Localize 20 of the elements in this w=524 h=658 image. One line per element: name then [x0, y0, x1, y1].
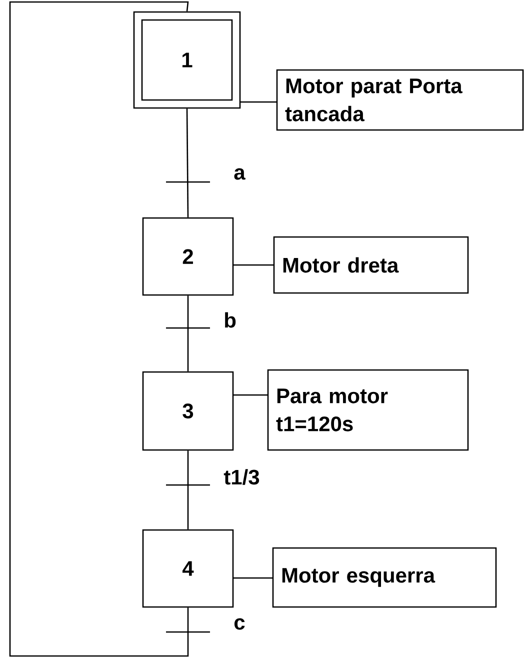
step-box: 3	[142, 371, 234, 451]
step-box: 4	[142, 529, 234, 608]
transition-label: t1/3	[224, 469, 260, 485]
transition-label: a	[234, 168, 246, 180]
action-box: Motor esquerra	[272, 547, 497, 608]
transition-label: c	[234, 618, 245, 630]
connector-line	[233, 577, 273, 579]
transition-label: b	[225, 312, 236, 328]
connector-line	[187, 296, 189, 372]
action-box: Motor parat Porta tancada	[276, 69, 524, 131]
connector-line	[186, 108, 189, 218]
initial-step-box: 1	[133, 11, 241, 109]
connector-line	[233, 394, 268, 396]
step-box: 2	[142, 217, 234, 296]
connector-line	[187, 450, 189, 530]
action-box: Motor dreta	[273, 236, 469, 294]
connector-line	[240, 101, 277, 103]
connector-line	[9, 1, 189, 657]
connector-line	[233, 264, 274, 266]
action-box: Para motor t1=120s	[267, 369, 469, 451]
